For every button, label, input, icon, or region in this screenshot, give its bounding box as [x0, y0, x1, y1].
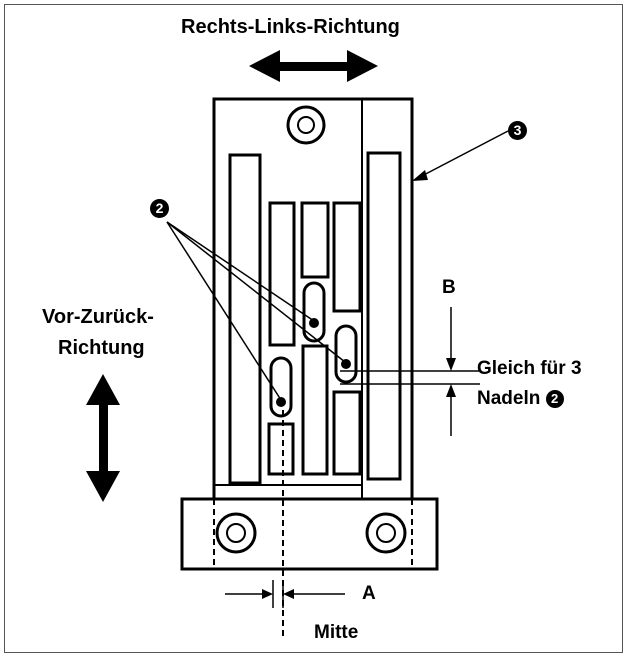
- needle-dot-2: [309, 318, 319, 328]
- left-right-arrow: [249, 50, 378, 82]
- slot-inner-2: [300, 201, 330, 279]
- needle-plate: [212, 97, 414, 501]
- direction-left-right-label: Rechts-Links-Richtung: [181, 16, 400, 38]
- top-screw: [286, 105, 326, 145]
- dimension-a-label: A: [362, 583, 376, 604]
- slot-inner-1: [268, 201, 296, 347]
- callout-number: 3: [508, 121, 527, 140]
- needle-hole-3: [334, 324, 358, 384]
- right-screw: [365, 512, 407, 554]
- callout-number: 2: [150, 199, 169, 218]
- figure-frame: [4, 4, 623, 653]
- callout-number: 2: [545, 389, 564, 408]
- center-label: Mitte: [314, 622, 359, 643]
- dimension-b-label: B: [442, 277, 456, 298]
- direction-forward-back-label-1: Vor-Zurück-: [42, 306, 154, 328]
- callout-3-leader: [412, 130, 509, 181]
- callout-needles-badge: 2: [150, 199, 169, 218]
- needle-hole-1: [269, 356, 293, 418]
- needles-word: Nadeln: [477, 388, 541, 409]
- callout-2-leaders: [166, 221, 346, 401]
- needle-hole-2: [302, 281, 326, 343]
- same-for-needles-label-1: Gleich für 3: [477, 358, 582, 379]
- slot-inner-5: [332, 390, 362, 476]
- dimension-b: [340, 307, 480, 436]
- direction-forward-back-label-2: Richtung: [58, 337, 145, 359]
- slot-bottom: [267, 422, 295, 476]
- slot-inner-3: [332, 201, 362, 313]
- left-screw: [215, 512, 257, 554]
- slot-right-long: [366, 151, 402, 481]
- needle-dot-1: [276, 397, 286, 407]
- forward-back-arrow: [86, 374, 120, 502]
- base-bar: [180, 497, 439, 571]
- slot-left-long: [228, 153, 262, 485]
- callout-plate-badge: 3: [508, 121, 527, 140]
- slot-inner-4: [301, 344, 329, 476]
- same-for-needles-label-2: Nadeln 2: [477, 388, 564, 410]
